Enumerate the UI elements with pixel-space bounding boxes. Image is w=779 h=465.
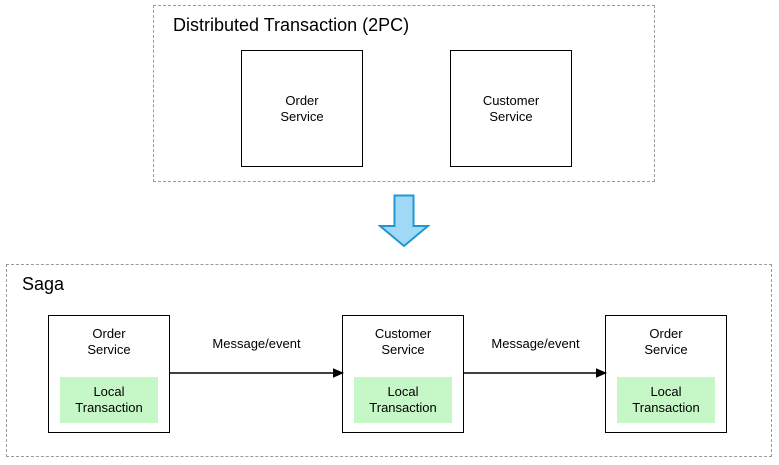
service-label-line1: Order [92, 326, 126, 341]
local-transaction-block: Local Transaction [60, 377, 158, 423]
service-label-line2: Service [644, 342, 688, 357]
local-transaction-line2: Transaction [369, 400, 437, 415]
local-transaction-block: Local Transaction [617, 377, 715, 423]
local-transaction-line2: Transaction [75, 400, 143, 415]
connector-label-message-event-2: Message/event [491, 336, 580, 351]
service-box-customer-service-2pc: Customer Service [450, 50, 572, 167]
down-arrow-icon [378, 194, 430, 248]
service-label-line2: Service [280, 108, 324, 124]
service-box-order-service-2pc: Order Service [241, 50, 363, 167]
group-saga [6, 264, 772, 457]
service-box-label: Customer Service [343, 326, 463, 358]
local-transaction-line1: Local [387, 384, 419, 399]
service-label-line2: Service [87, 342, 131, 357]
service-label-line1: Customer [374, 326, 432, 341]
service-label-line2: Service [489, 108, 533, 124]
service-label-line1: Order [649, 326, 683, 341]
connector-label-message-event-1: Message/event [212, 336, 301, 351]
service-box-label: Customer Service [451, 93, 571, 125]
service-label-line1: Customer [482, 92, 540, 108]
service-box-label: Order Service [49, 326, 169, 358]
local-transaction-line2: Transaction [632, 400, 700, 415]
local-transaction-line1: Local [650, 384, 682, 399]
local-transaction-block: Local Transaction [354, 377, 452, 423]
group-title-saga: Saga [22, 274, 65, 294]
connector-arrow-2 [464, 366, 607, 380]
connector-arrow-1 [169, 366, 344, 380]
group-title-distributed-transaction: Distributed Transaction (2PC) [173, 15, 410, 35]
local-transaction-line1: Local [93, 384, 125, 399]
service-box-order-service-saga-2: Order Service Local Transaction [605, 315, 727, 433]
service-box-label: Order Service [242, 93, 362, 125]
service-label-line2: Service [381, 342, 425, 357]
service-box-order-service-saga-1: Order Service Local Transaction [48, 315, 170, 433]
service-label-line1: Order [285, 92, 319, 108]
service-box-customer-service-saga: Customer Service Local Transaction [342, 315, 464, 433]
service-box-label: Order Service [606, 326, 726, 358]
group-distributed-transaction-2pc [153, 5, 655, 182]
